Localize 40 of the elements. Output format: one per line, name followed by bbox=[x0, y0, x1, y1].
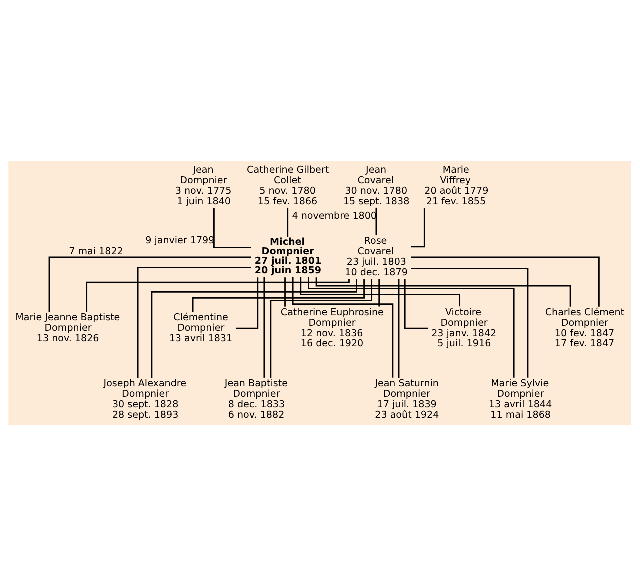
connector bbox=[398, 278, 400, 378]
connector bbox=[151, 278, 358, 378]
node-text: Jean Dompnier 3 nov. 1775 1 juin 1840 bbox=[175, 164, 232, 207]
connector bbox=[300, 276, 460, 306]
node-text: Jean Baptiste Dompnier 8 dec. 1833 6 nov. 1882 bbox=[224, 378, 288, 420]
edge-label: 7 mai 1822 bbox=[69, 246, 124, 258]
connector bbox=[270, 278, 373, 378]
node-text: Jean Covarel 30 nov. 1780 15 sept. 1838 bbox=[343, 164, 410, 207]
connector bbox=[308, 276, 515, 378]
node-text: Catherine Gilbert Collet 5 nov. 1780 15 fev. 1866 bbox=[247, 164, 330, 207]
node-text: Rose Covarel 23 juil. 1803 10 dec. 1879 bbox=[345, 236, 408, 278]
connector bbox=[316, 277, 572, 306]
connector bbox=[411, 256, 600, 306]
node-text: Jean Saturnin Dompnier 17 juil. 1839 23 août 1924 bbox=[375, 378, 440, 420]
connector bbox=[137, 266, 252, 378]
edge-label: 9 janvier 1799 bbox=[146, 235, 215, 246]
node-text: Michel Dompnier 27 juil. 1801 20 juin 1859 bbox=[254, 236, 322, 276]
connector bbox=[287, 207, 289, 237]
connector bbox=[378, 278, 380, 306]
node-text: Marie Sylvie Dompnier 13 avril 1844 11 mai 1868 bbox=[488, 378, 552, 420]
node-text: Charles Clément Dompnier 10 fev. 1847 17 fev. 1847 bbox=[545, 306, 625, 350]
connector bbox=[411, 208, 426, 248]
connector bbox=[376, 207, 378, 236]
connector bbox=[48, 256, 252, 312]
connector bbox=[411, 268, 529, 378]
connector bbox=[214, 208, 252, 248]
node-text: Catherine Euphrosine Dompnier 12 nov. 1836 16 dec. 1920 bbox=[280, 306, 384, 350]
edge-label: 4 novembre 1800 bbox=[292, 210, 378, 222]
node-text: Victoire Dompnier 23 janv. 1842 5 juil. 1916 bbox=[432, 306, 497, 350]
connector bbox=[292, 277, 394, 378]
connector bbox=[192, 278, 365, 312]
connector bbox=[236, 277, 259, 329]
node-text: Joseph Alexandre Dompnier 30 sept. 1828 28 sept. 1893 bbox=[104, 378, 187, 420]
connector bbox=[86, 278, 350, 312]
connector bbox=[404, 278, 428, 329]
node-text: Clémentine Dompnier 13 avril 1831 bbox=[169, 312, 233, 344]
node-text: Marie Viffrey 20 août 1779 21 fev. 1855 bbox=[424, 164, 489, 207]
node-text: Marie Jeanne Baptiste Dompnier 13 nov. 1826 bbox=[16, 312, 120, 344]
connector bbox=[264, 277, 266, 378]
connector bbox=[284, 277, 286, 306]
